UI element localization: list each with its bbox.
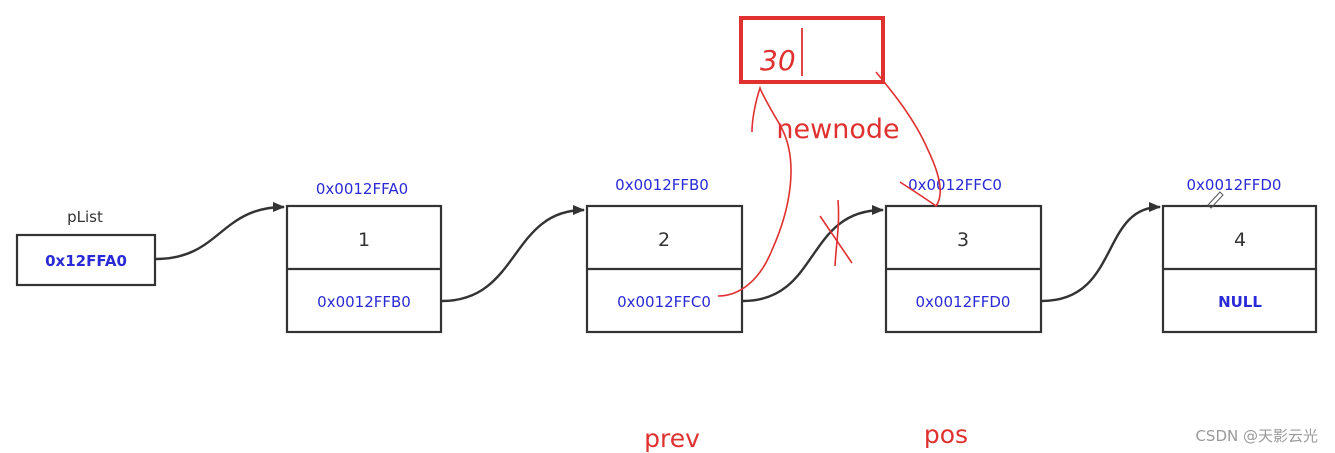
node-1: 0x0012FFA0 1 0x0012FFB0 [285, 180, 443, 334]
pos-label: pos [924, 420, 968, 449]
node-address: 0x0012FFC0 [908, 176, 1002, 194]
node-address: 0x0012FFB0 [615, 176, 709, 194]
node-data: 2 [658, 229, 670, 251]
new-node: 30 newnode [739, 16, 900, 145]
new-node-label: newnode [776, 114, 899, 145]
head-pointer: pList 0x12FFA0 [15, 208, 157, 287]
node-next: NULL [1218, 293, 1262, 311]
watermark: CSDN @天影云光 [1195, 427, 1318, 445]
node-address: 0x0012FFA0 [316, 180, 408, 198]
node-3: 0x0012FFC0 3 0x0012FFD0 [884, 176, 1043, 334]
node-next: 0x0012FFB0 [317, 293, 411, 311]
node-data: 4 [1234, 229, 1246, 251]
link-arrow-head-to-node1 [155, 202, 285, 261]
node-4: 0x0012FFD0 4 NULL [1161, 176, 1318, 334]
node-2: 0x0012FFB0 2 0x0012FFC0 [585, 176, 744, 334]
red-link-prev-to-newnode [717, 85, 792, 297]
pencil-cursor-icon [1207, 191, 1224, 209]
head-pointer-value: 0x12FFA0 [45, 252, 127, 270]
node-address: 0x0012FFD0 [1187, 176, 1282, 194]
new-node-box [739, 16, 885, 84]
node-next: 0x0012FFD0 [916, 293, 1011, 311]
node-data: 1 [358, 229, 370, 251]
red-link-newnode-to-pos [875, 71, 941, 208]
new-node-data: 30 [760, 44, 796, 77]
link-arrow-node2-to-node3 [742, 205, 884, 303]
node-data: 3 [957, 229, 969, 251]
head-pointer-label: pList [67, 208, 103, 226]
node-next: 0x0012FFC0 [617, 293, 711, 311]
head-pointer-box [15, 233, 157, 287]
broken-link-cross-mark [819, 199, 853, 267]
link-arrow-node3-to-node4 [1041, 202, 1161, 303]
link-arrow-node1-to-node2 [441, 205, 585, 303]
prev-label: prev [644, 424, 700, 453]
